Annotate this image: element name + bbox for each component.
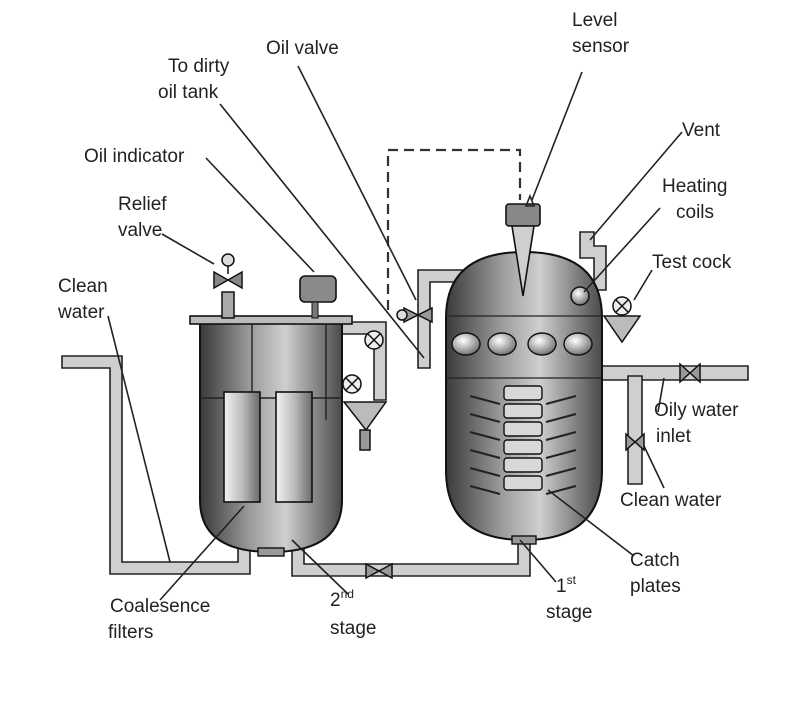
label-level-sensor: Level sensor [572,10,630,57]
test-cock-device [570,286,642,344]
heating-coil-2 [487,332,517,356]
first-stage-vessel [445,250,603,545]
oil-outlet-pipe [417,269,463,369]
heating-coil-1 [451,332,481,356]
stage2-side-valves [342,330,388,451]
relief-valve-device [213,253,243,319]
level-sensor-device [505,203,541,297]
stage-connecting-pipe [291,537,531,577]
oily-water-inlet-pipe [599,365,749,381]
catch-plate-stack [503,385,543,491]
label-second-stage: 2nd stage [330,582,376,639]
label-coalescence-filters: Coalesence filters [108,596,216,643]
coalescence-filter-1 [223,391,261,503]
inlet-valves [365,362,701,580]
oil-valve-device [396,306,433,324]
label-oil-valve: Oil valve [266,38,339,59]
label-relief-valve: Relief valve [118,194,172,241]
label-first-stage: 1st stage [546,568,592,623]
label-to-dirty-oil-tank: To dirty oil tank [158,56,235,103]
label-heating-coils: Heating coils [662,176,733,223]
leader-lines [107,65,683,601]
coalescence-filter-2 [275,391,313,503]
label-oil-indicator: Oil indicator [84,146,185,167]
pipework [61,231,749,577]
heating-coil-3 [527,332,557,356]
label-vent: Vent [682,120,721,141]
label-oily-water-inlet: Oily water inlet [654,400,744,447]
labels: Level sensor Oil valve To dirty oil tank… [57,10,744,643]
label-test-cock: Test cock [652,252,732,273]
label-catch-plates: Catch plates [630,550,685,597]
control-line-dashed [386,148,522,310]
label-clean-water-right: Clean water [620,490,722,511]
second-stage-vessel [189,315,353,557]
catch-plate-fins [469,395,577,495]
clean-water-right-pipe [627,375,643,485]
oil-indicator-device [299,275,337,319]
label-clean-water-left: Clean water [57,276,113,323]
heating-coil-4 [563,332,593,356]
